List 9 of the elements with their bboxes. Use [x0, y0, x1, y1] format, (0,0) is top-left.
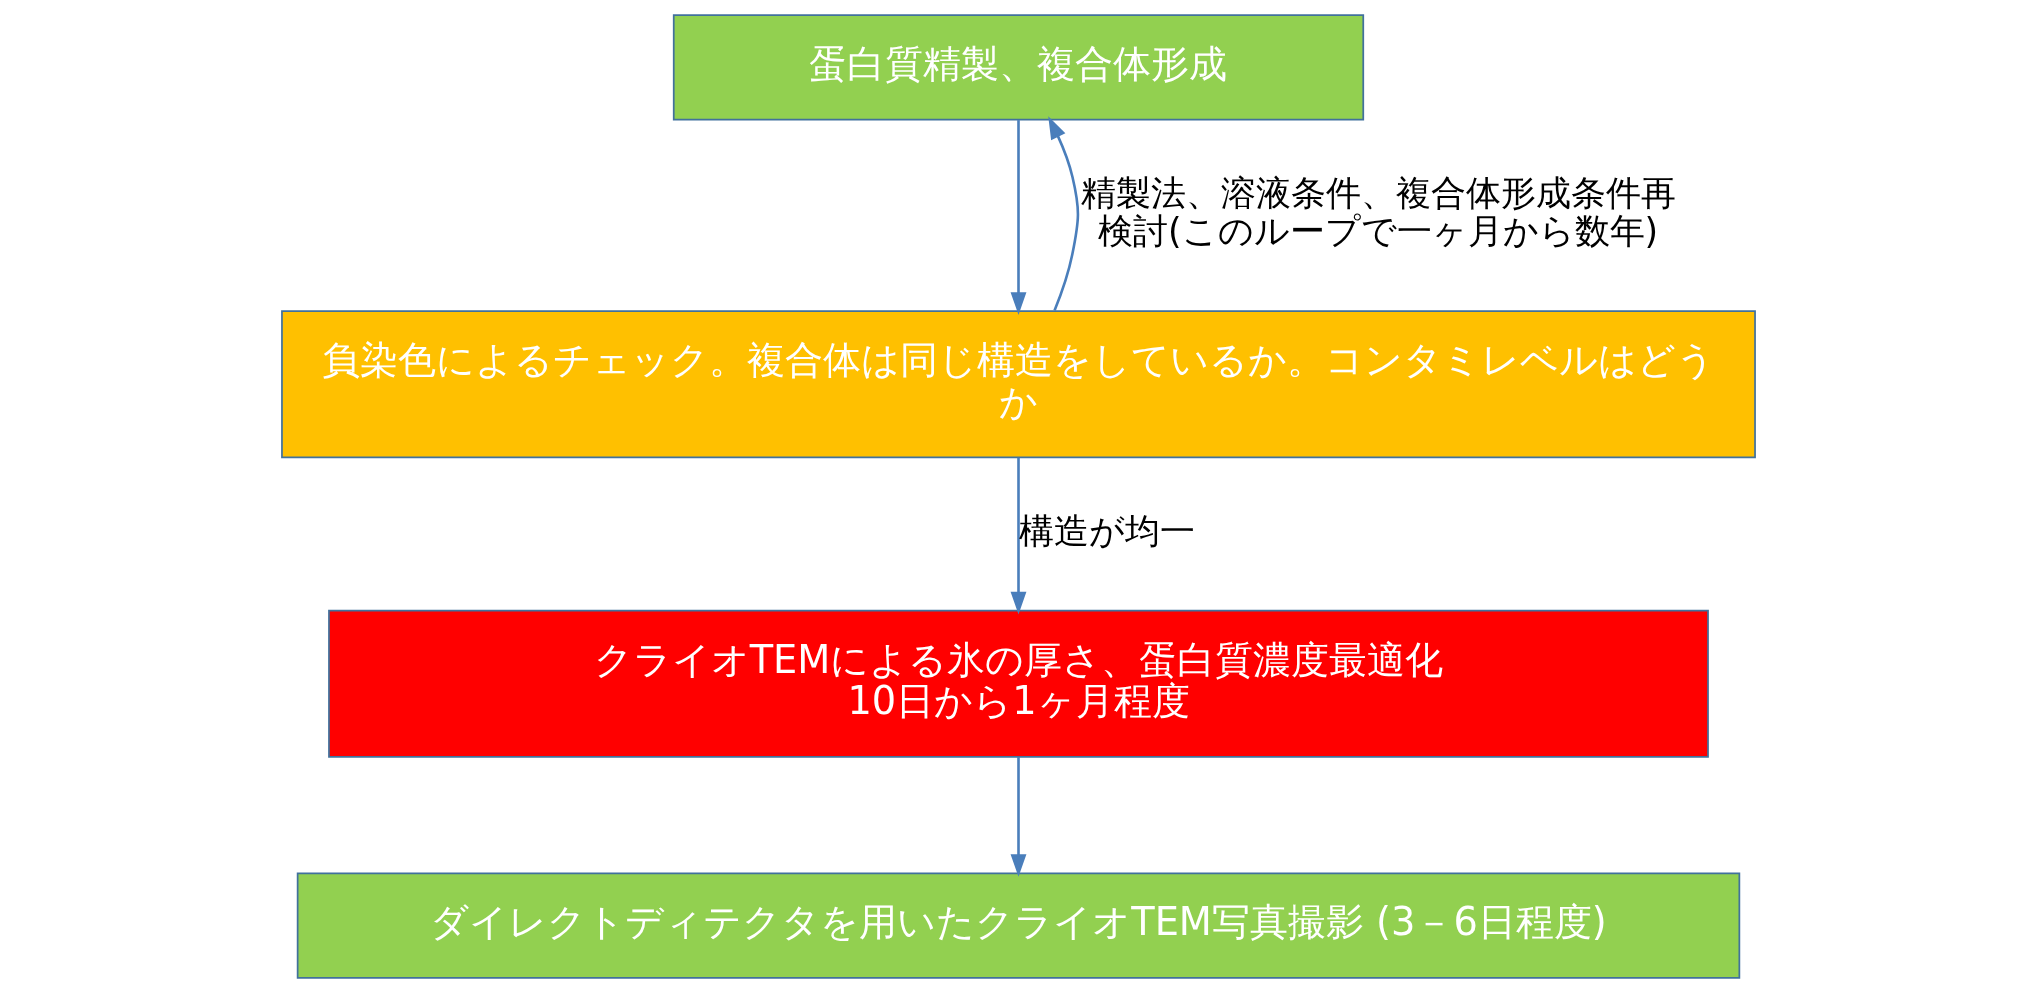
edge-label: 精製法、溶液条件、複合体形成条件再検討(このループで一ヶ月から数年) — [1080, 172, 1676, 252]
node-box: 負染色によるチェック。複合体は同じ構造をしているか。コンタミレベルはどうか — [281, 310, 1756, 459]
arrow — [1010, 457, 1027, 615]
arrow — [1010, 757, 1027, 877]
node-box: クライオTEMによる氷の厚さ、蛋白質濃度最適化 10日から1ヶ月程度 — [328, 609, 1709, 758]
arrow — [1010, 120, 1027, 315]
node-box: ダイレクトディテクタを用いたクライオTEM写真撮影 (3－6日程度) — [296, 872, 1741, 979]
node-box: 蛋白質精製、複合体形成 — [672, 14, 1365, 121]
arrow — [1048, 116, 1080, 311]
